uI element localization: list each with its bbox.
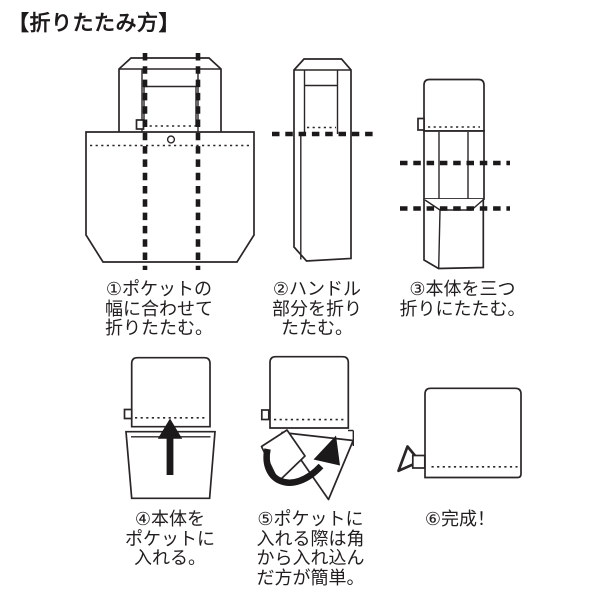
- step6-caption: ⑥完成！: [395, 510, 525, 530]
- caption-line: から入れ込ん: [256, 548, 365, 569]
- caption-line: 幅に合わせて: [105, 298, 213, 320]
- folded-body: [269, 355, 350, 429]
- loop-tab: [417, 117, 425, 131]
- step4-diagram: [123, 356, 216, 500]
- caption-line: 入れる際は角: [256, 528, 365, 550]
- caption-line: ③本体を三つ: [409, 279, 516, 300]
- caption-line: 折りにたたむ。: [399, 298, 526, 320]
- vertical-fold-lines: [142, 53, 201, 270]
- step2-diagram: [272, 58, 378, 262]
- snap-button: [166, 135, 176, 144]
- page-title: 【折りたたみ方】: [8, 11, 180, 35]
- loop-tab: [135, 119, 145, 130]
- caption-line: ポケットに: [125, 528, 215, 550]
- caption-line: 折りたたむ。: [105, 318, 213, 339]
- caption-line: 入れる。: [134, 548, 206, 569]
- step5-diagram: [260, 355, 355, 501]
- handle-straps: [438, 132, 469, 199]
- finished-pouch: [424, 387, 522, 479]
- tilted-pocket-flap: [260, 429, 306, 483]
- step2-caption: ②ハンドル 部分を折り たたむ。: [252, 280, 382, 339]
- step1-diagram: [85, 53, 255, 270]
- caption-line: ①ポケットの: [105, 279, 213, 300]
- caption-line: ④本体を: [134, 509, 206, 530]
- step3-caption: ③本体を三つ 折りにたたむ。: [385, 280, 540, 319]
- folded-body: [130, 356, 211, 428]
- step5-caption: ⑤ポケットに 入れる際は角 から入れ込ん だ方が簡単。: [233, 510, 388, 588]
- caption-line: 部分を折り: [272, 298, 362, 320]
- arrow-up-icon: [157, 418, 183, 475]
- bag-body: [85, 131, 255, 263]
- loop-tab: [260, 409, 270, 421]
- caption-line: だ方が簡単。: [256, 567, 365, 589]
- caption-line: ②ハンドル: [272, 279, 362, 300]
- caption-line: たたむ。: [281, 318, 353, 339]
- step4-caption: ④本体を ポケットに 入れる。: [95, 510, 245, 569]
- step1-caption: ①ポケットの 幅に合わせて 折りたたむ。: [84, 280, 234, 339]
- carabiner-icon: [397, 445, 426, 473]
- caption-line: ⑤ポケットに: [257, 509, 364, 530]
- loop-tab: [123, 408, 133, 420]
- top-flap: [423, 78, 485, 132]
- folded-bag-outline: [293, 58, 352, 262]
- curved-arrow-icon: [263, 435, 340, 486]
- step6-diagram: [397, 387, 522, 479]
- caption-line: ⑥完成！: [424, 509, 496, 530]
- clip-tab: [411, 454, 426, 469]
- folded-handle-straps: [303, 70, 339, 134]
- pocket-band: [348, 429, 354, 446]
- step3-diagram: [400, 78, 510, 270]
